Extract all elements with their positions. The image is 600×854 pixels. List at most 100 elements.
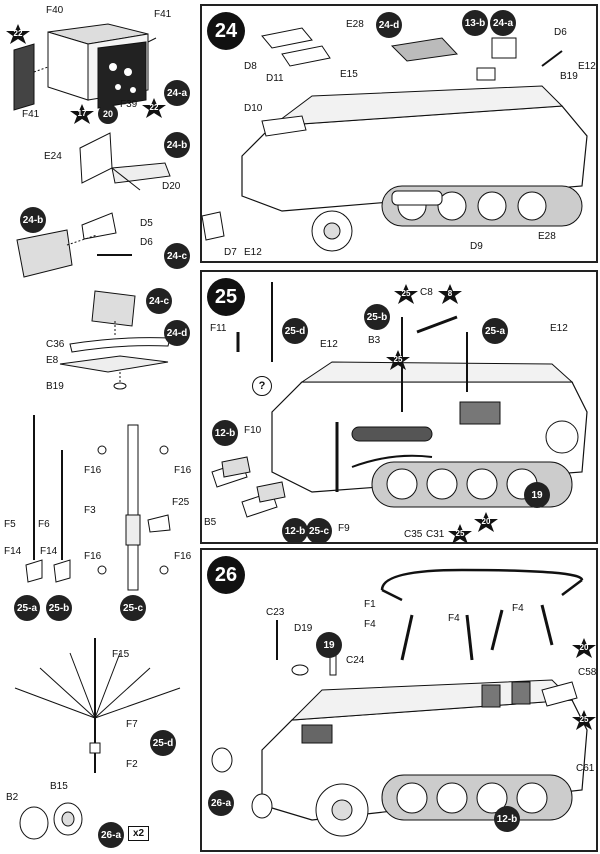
label-F16-a: F16 <box>84 465 102 476</box>
substep-24-b-ref: 24-b <box>20 207 46 233</box>
substep-26-a: 26-a <box>98 822 124 848</box>
label-B19-left: B19 <box>46 381 64 392</box>
step-24-vehicle-drawing <box>201 27 588 252</box>
star-badge-20-a: 20 <box>474 512 498 532</box>
label-F16-b: F16 <box>174 465 192 476</box>
substep-25-d: 25-d <box>150 730 176 756</box>
label-B19-top: B19 <box>560 71 578 82</box>
label-F7: F7 <box>126 719 138 730</box>
star-antenna-drawing <box>14 638 181 773</box>
label-C31: C31 <box>426 529 445 540</box>
label-E24: E24 <box>44 151 62 162</box>
label-D8: D8 <box>244 61 257 72</box>
label-F10: F10 <box>244 425 262 436</box>
label-F25: F25 <box>172 497 190 508</box>
label-C58: C58 <box>578 667 597 678</box>
label-F15: F15 <box>112 649 130 660</box>
label-D20: D20 <box>162 181 181 192</box>
antenna-base-plate-drawing <box>16 212 132 278</box>
label-F1: F1 <box>364 599 376 610</box>
badge-20: 20 <box>98 104 118 124</box>
label-E28-bottom: E28 <box>538 231 556 242</box>
label-C36: C36 <box>46 339 65 350</box>
label-F5: F5 <box>4 519 16 530</box>
step-26-vehicle-drawing <box>211 568 588 837</box>
headlight-parts-drawing <box>19 802 83 840</box>
substep-13-b: 13-b <box>462 10 488 36</box>
star-badge-22-b: 22 <box>142 98 166 118</box>
label-F2: F2 <box>126 759 138 770</box>
star-badge-25-c: 25 <box>448 524 472 544</box>
label-E12-bottom: E12 <box>244 247 262 258</box>
substep-24-c-ref: 24-c <box>146 288 172 314</box>
star-badge-22: 22 <box>6 24 30 44</box>
label-F9: F9 <box>338 523 350 534</box>
antenna-rods-drawing <box>25 415 71 583</box>
question-mark-icon: ? <box>252 376 272 396</box>
label-F39: F39 <box>120 99 138 110</box>
star-badge-20-b: 20 <box>572 638 596 658</box>
label-E8: E8 <box>46 355 59 366</box>
substep-24-d: 24-d <box>164 320 190 346</box>
label-C61: C61 <box>576 763 595 774</box>
label-F4-a: F4 <box>364 619 376 630</box>
label-D9: D9 <box>470 241 483 252</box>
step-24-number: 24 <box>207 12 245 50</box>
substep-24-c: 24-c <box>164 243 190 269</box>
label-C35: C35 <box>404 529 423 540</box>
label-B5: B5 <box>204 517 217 528</box>
substep-25-b: 25-b <box>46 595 72 621</box>
label-D11: D11 <box>266 73 284 84</box>
substep-25-c-ref: 25-c <box>306 518 332 544</box>
badge-19-step25: 19 <box>524 482 550 508</box>
label-F41-bottom: F41 <box>22 109 40 120</box>
substep-12-b-top: 12-b <box>212 420 238 446</box>
label-D6-left: D6 <box>140 237 153 248</box>
star-badge-25-b: 25 <box>386 350 410 370</box>
substep-12-b-bottom: 12-b <box>282 518 308 544</box>
badge-19-step26: 19 <box>316 632 342 658</box>
label-C24: C24 <box>346 655 365 666</box>
label-F40: F40 <box>46 5 64 16</box>
label-F4-c: F4 <box>512 603 524 614</box>
label-E12-topright: E12 <box>578 61 596 72</box>
label-E12-left: E12 <box>320 339 338 350</box>
star-badge-25-d: 25 <box>572 710 596 730</box>
label-E12-right: E12 <box>550 323 568 334</box>
substep-25-a: 25-a <box>14 595 40 621</box>
label-F41-top: F41 <box>154 9 172 20</box>
step-25-vehicle-drawing <box>211 282 588 518</box>
substep-24-d-ref: 24-d <box>376 12 402 38</box>
label-E28-top: E28 <box>346 19 364 30</box>
step-25-number: 25 <box>207 278 245 316</box>
label-D10: D10 <box>244 103 263 114</box>
antenna-mount-stack-drawing <box>59 290 171 390</box>
antenna-mast-drawing <box>97 424 171 591</box>
substep-25-b-ref: 25-b <box>364 304 390 330</box>
label-C23: C23 <box>266 607 285 618</box>
substep-24-a: 24-a <box>164 80 190 106</box>
label-B2: B2 <box>6 792 19 803</box>
substep-25-d-ref: 25-d <box>282 318 308 344</box>
substep-24-b: 24-b <box>164 132 190 158</box>
label-D5: D5 <box>140 218 153 229</box>
step-26-number: 26 <box>207 556 245 594</box>
label-F6: F6 <box>38 519 50 530</box>
label-F4-b: F4 <box>448 613 460 624</box>
star-badge-17: 17 <box>70 104 94 124</box>
label-F14-a: F14 <box>4 546 22 557</box>
star-badge-25-a: 25 <box>394 284 418 304</box>
label-F14-b: F14 <box>40 546 58 557</box>
label-F11: F11 <box>210 323 227 334</box>
label-B3: B3 <box>368 335 381 346</box>
star-badge-8: 8 <box>438 284 462 304</box>
radio-box-assembly-drawing <box>13 23 157 111</box>
substep-24-a-ref: 24-a <box>490 10 516 36</box>
substep-26-a-ref: 26-a <box>208 790 234 816</box>
substep-12-b-step26: 12-b <box>494 806 520 832</box>
label-D6-top: D6 <box>554 27 567 38</box>
substep-25-c: 25-c <box>120 595 146 621</box>
label-D7: D7 <box>224 247 237 258</box>
substep-25-a-ref: 25-a <box>482 318 508 344</box>
label-F16-d: F16 <box>174 551 192 562</box>
